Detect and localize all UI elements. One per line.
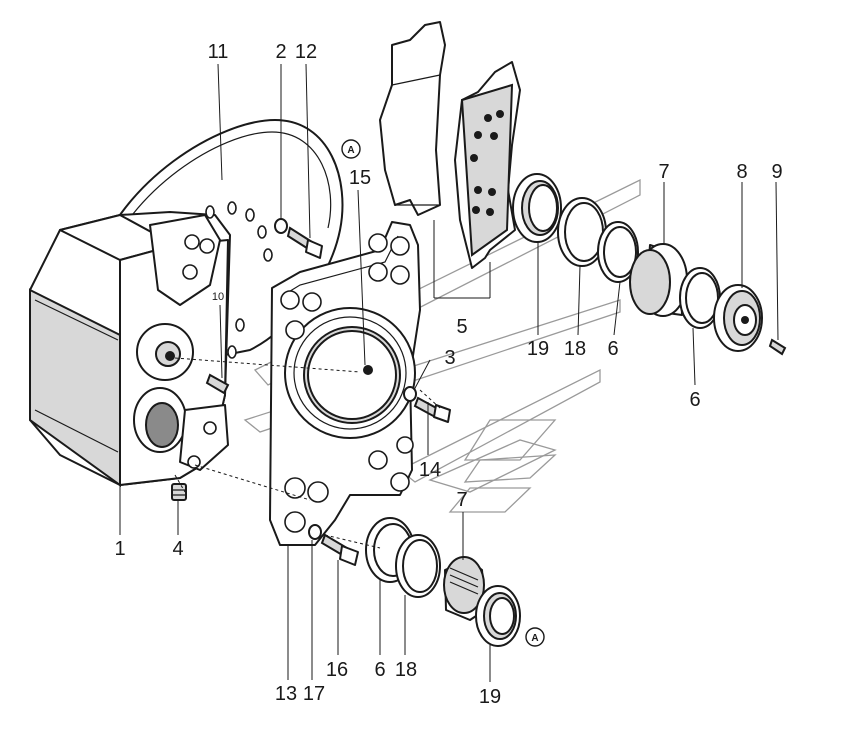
- brake-shoe-outer: [379, 21, 446, 216]
- gearbox-housing: [29, 201, 273, 487]
- label-18-upper: 18: [564, 338, 586, 360]
- label-19-lower: 19: [479, 686, 501, 708]
- brake-shoe-inner: [454, 61, 521, 269]
- label-6-right: 6: [689, 389, 700, 411]
- label-7-upper: 7: [658, 161, 669, 183]
- washer-and-bolt-bottom: [308, 524, 359, 566]
- drain-plug: [171, 483, 187, 501]
- ghost-outline: [243, 178, 641, 513]
- label-7-lower: 7: [456, 489, 467, 511]
- washer-and-bolt-top: [274, 218, 323, 259]
- label-13: 13: [275, 683, 297, 705]
- bearing-sleeve-upper: [629, 243, 688, 317]
- label-8: 8: [736, 161, 747, 183]
- label-19-upper: 19: [527, 338, 549, 360]
- bolt-small: [205, 373, 230, 395]
- label-15: 15: [349, 167, 371, 189]
- label-2: 2: [275, 41, 286, 63]
- label-1: 1: [114, 538, 125, 560]
- label-12: 12: [295, 41, 317, 63]
- label-9: 9: [771, 161, 782, 183]
- label-17: 17: [303, 683, 325, 705]
- part-labels: 11 2 12 15 10 1 4 13 17 16 6 18 7 19 3 1…: [114, 41, 782, 708]
- seal-ring-upper: [512, 173, 562, 243]
- end-cap: [713, 284, 763, 352]
- callout-top: A: [341, 139, 361, 159]
- label-5: 5: [456, 316, 467, 338]
- shim-upper: [597, 221, 639, 283]
- label-11: 11: [208, 41, 229, 63]
- svg-text:A: A: [531, 633, 538, 644]
- label-16: 16: [326, 659, 348, 681]
- ring-lower: [395, 534, 441, 598]
- leader-lines: [119, 63, 779, 682]
- label-6-lower: 6: [374, 659, 385, 681]
- label-10: 10: [212, 291, 224, 303]
- svg-text:A: A: [347, 145, 354, 156]
- mounting-plate: [269, 221, 421, 546]
- ring-upper: [557, 197, 607, 267]
- small-screw: [768, 338, 787, 356]
- label-4: 4: [172, 538, 183, 560]
- callout-bottom: A: [525, 627, 545, 647]
- assembly-lines: [174, 357, 441, 549]
- label-18-lower: 18: [395, 659, 417, 681]
- label-3: 3: [444, 347, 455, 369]
- label-14: 14: [419, 459, 441, 481]
- seal-ring-lower: [475, 585, 521, 647]
- label-6-upper: 6: [607, 338, 618, 360]
- bearing-sleeve-lower: [443, 556, 486, 621]
